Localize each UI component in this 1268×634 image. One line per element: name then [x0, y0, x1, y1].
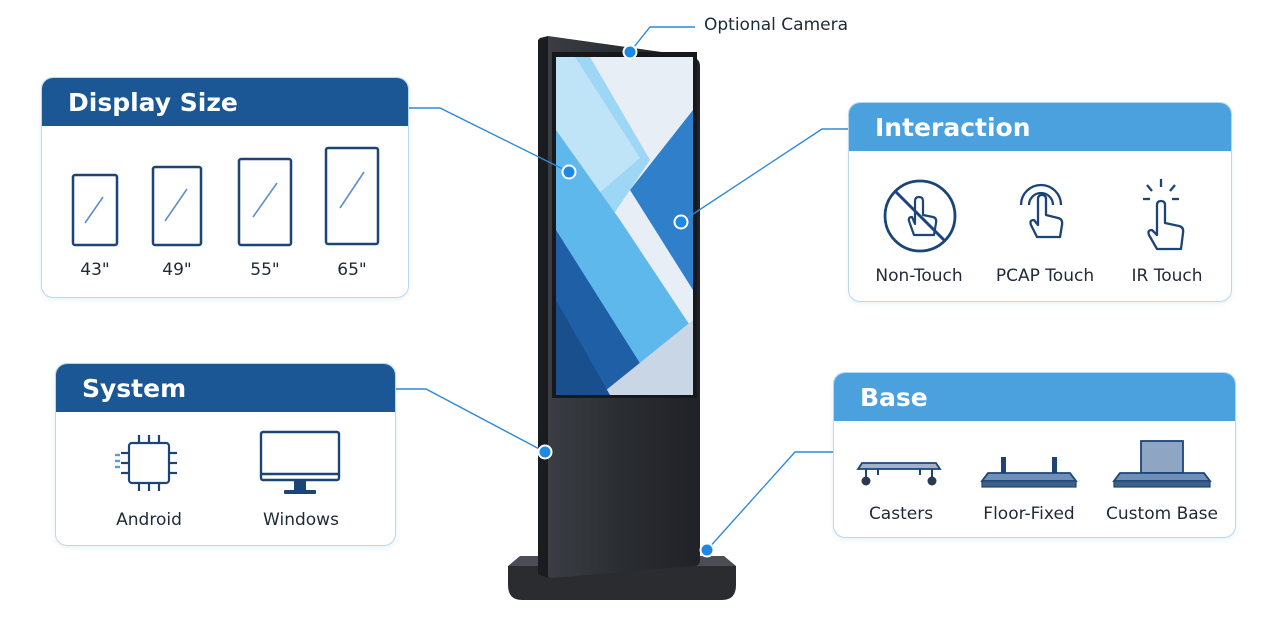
floor-fixed-icon	[980, 457, 1078, 488]
base-label-floor-fixed: Floor-Fixed	[983, 504, 1075, 524]
interaction-label-pcap-touch: PCAP Touch	[995, 266, 1095, 286]
optional-camera-label: Optional Camera	[704, 15, 848, 35]
interaction-title: Interaction	[849, 103, 1231, 151]
display-size-panel: Display Size 43" 49" 55" 65"	[41, 77, 409, 298]
custom-base-icon	[1112, 440, 1212, 488]
size-label-43: 43"	[80, 260, 110, 280]
tablet-outline-icon	[324, 146, 380, 246]
interaction-panel: Interaction Non-Touch PCAP Touch IR Touc…	[848, 102, 1232, 302]
interaction-label-ir-touch: IR Touch	[1131, 266, 1203, 286]
size-label-55: 55"	[250, 260, 280, 280]
tablet-outline-icon	[71, 173, 119, 247]
size-label-49: 49"	[162, 260, 192, 280]
screen-artwork	[556, 57, 693, 395]
size-label-65: 65"	[337, 260, 367, 280]
base-label-custom-base: Custom Base	[1106, 504, 1218, 524]
system-title: System	[56, 364, 395, 412]
chip-icon	[115, 435, 177, 491]
tablet-outline-icon	[151, 165, 203, 247]
base-title: Base	[834, 373, 1235, 421]
pcap-touch-icon	[1019, 183, 1064, 239]
ir-touch-icon	[1143, 179, 1185, 251]
monitor-icon	[259, 430, 341, 494]
casters-icon	[856, 462, 942, 486]
kiosk-side	[538, 36, 548, 578]
callout-lines	[396, 26, 848, 551]
tablet-outline-icon	[237, 157, 293, 247]
display-size-title: Display Size	[42, 78, 408, 126]
system-label-windows: Windows	[263, 510, 339, 530]
no-touch-icon	[883, 179, 957, 253]
system-label-android: Android	[116, 510, 182, 530]
base-panel: Base Casters Floor-Fixed Custom Base	[833, 372, 1236, 538]
callout-dots	[537, 44, 715, 558]
system-panel: System Android Windows	[55, 363, 396, 546]
base-label-casters: Casters	[868, 504, 934, 524]
interaction-label-non-touch: Non-Touch	[875, 266, 963, 286]
